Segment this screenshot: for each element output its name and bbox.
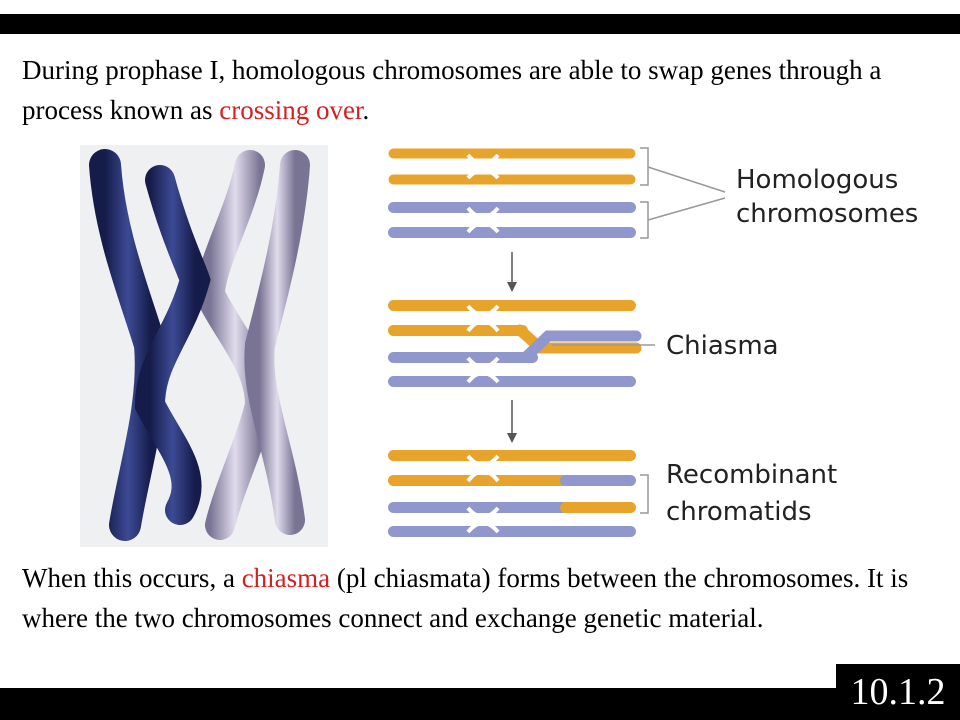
chromosome-photo [80,145,328,547]
slide-number: 10.1.2 [836,664,960,720]
bottom-bar [0,688,960,720]
explanation-paragraph: When this occurs, a chiasma (pl chiasmat… [22,558,942,638]
crossing-over-term: crossing over [219,95,363,125]
recombinant-stage [388,450,649,537]
intro-text: During prophase I, homologous chromosome… [22,55,882,125]
top-bar [0,14,960,34]
homologous-pair-stage [387,147,726,239]
intro-text-end: . [362,95,370,125]
arrow-down-icon [507,252,517,292]
diagram-svg: Homologous chromosomes Chiasma [387,147,918,537]
homologous-label-1: Homologous [736,165,898,195]
light-chromosome [194,150,310,540]
explanation-text: When this occurs, a [22,563,242,593]
chromosome-photo-svg [89,149,310,541]
arrow-down-icon-2 [507,400,517,443]
recombinant-label-1: Recombinant [666,460,837,490]
chiasma-term: chiasma [241,563,331,593]
crossing-over-diagram: Homologous chromosomes Chiasma [380,140,960,550]
chiasma-label: Chiasma [666,331,779,361]
dark-chromosome [89,149,211,541]
recombinant-label-2: chromatids [666,497,812,527]
intro-paragraph: During prophase I, homologous chromosome… [22,50,942,130]
explanation-text-end: (pl chiasmata) forms between the chromos… [22,563,909,633]
homologous-label-2: chromosomes [736,199,918,229]
chiasma-stage [388,300,655,387]
